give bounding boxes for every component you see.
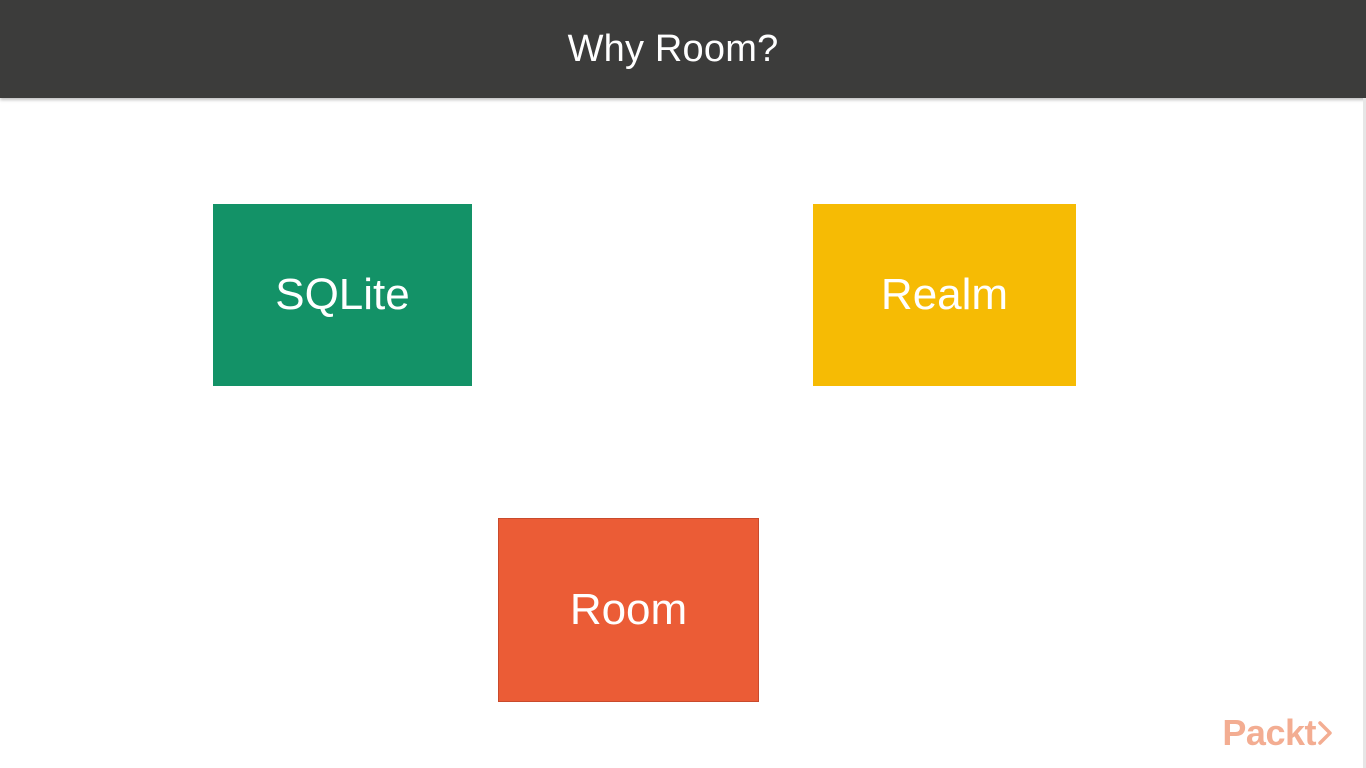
title-bar: Why Room? — [0, 0, 1366, 98]
slide-title: Why Room? — [567, 27, 779, 70]
room-box: Room — [498, 518, 759, 702]
logo-text: Packt — [1222, 712, 1316, 753]
realm-box: Realm — [813, 204, 1076, 386]
realm-label: Realm — [880, 270, 1009, 319]
sqlite-box: SQLite — [213, 204, 472, 386]
room-label: Room — [569, 585, 688, 634]
packt-logo: Packt — [1222, 712, 1332, 754]
chevron-right-icon — [1318, 721, 1332, 745]
window-edge — [1363, 98, 1366, 768]
sqlite-label: SQLite — [275, 270, 410, 319]
